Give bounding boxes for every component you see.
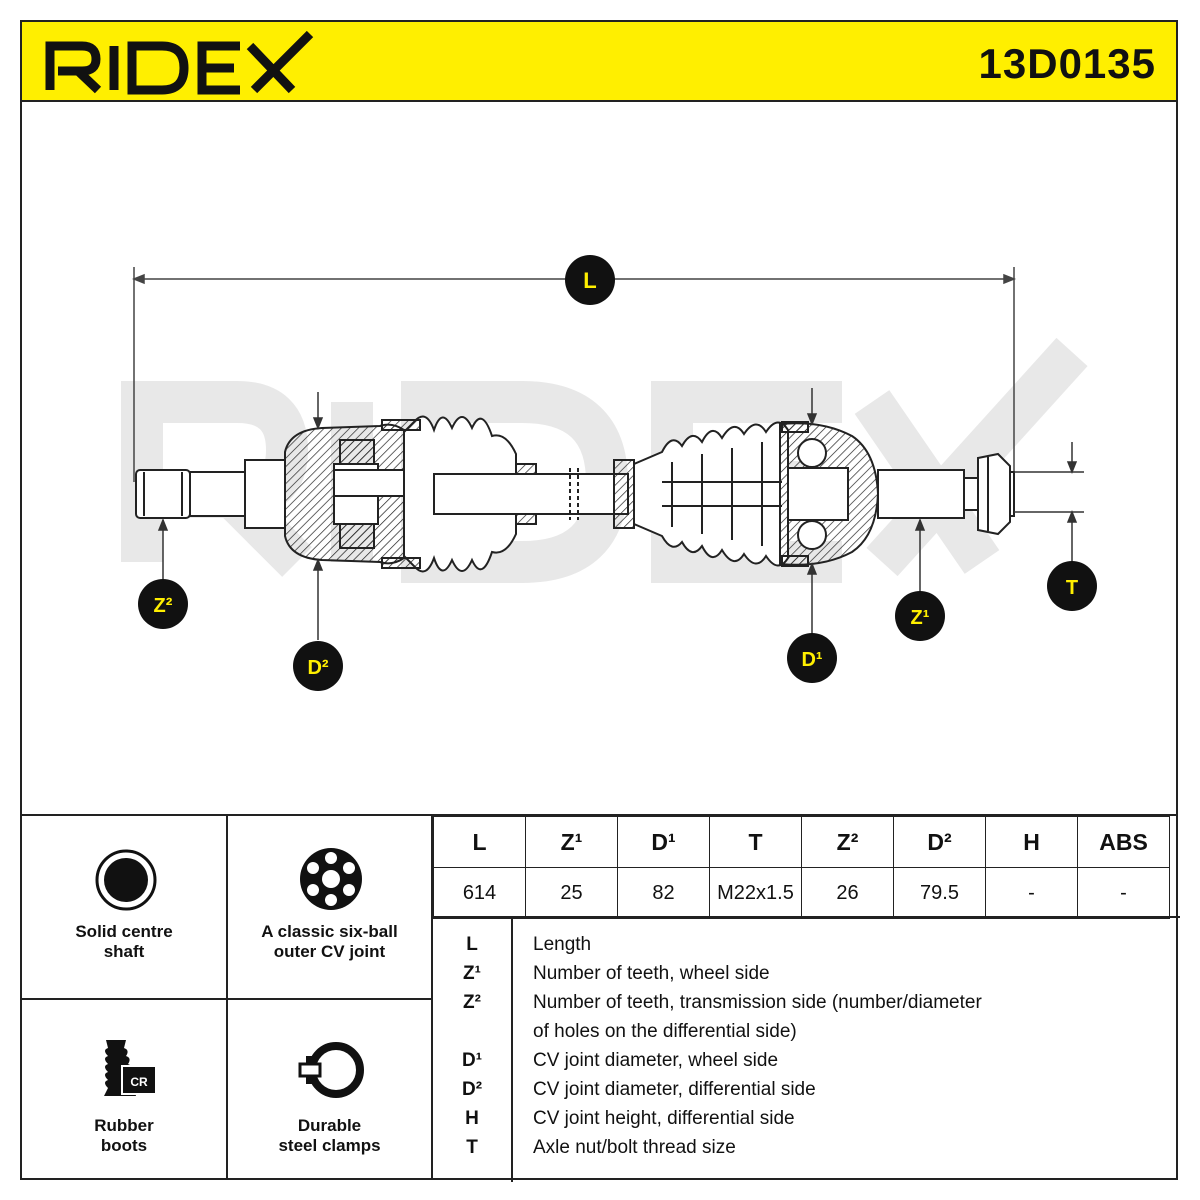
header-bar: 13D0135 <box>22 22 1176 102</box>
spec-panel: Solid centre shaft A classic six-ball ou… <box>22 814 1180 1182</box>
feature-label-line1: Rubber <box>94 1116 154 1135</box>
badge-D2: D² <box>293 641 343 691</box>
legend-divider <box>511 918 513 1182</box>
badge-Z2: Z² <box>138 579 188 629</box>
legend-desc: CV joint diameter, wheel side <box>533 1050 779 1071</box>
part-number: 13D0135 <box>978 40 1156 87</box>
badge-L: L <box>565 255 615 305</box>
legend-key: H <box>465 1108 479 1129</box>
shaft-outline <box>135 415 1015 573</box>
spec-value-cell: 25 <box>525 867 618 919</box>
badge-T: T <box>1047 561 1097 611</box>
svg-text:Z¹: Z¹ <box>911 607 930 629</box>
legend-desc: Number of teeth, transmission side (numb… <box>533 992 982 1013</box>
svg-text:D¹: D¹ <box>801 649 822 671</box>
legend-desc: CV joint height, differential side <box>533 1108 795 1129</box>
legend-desc: Length <box>533 934 592 955</box>
legend-key: Z¹ <box>463 963 481 984</box>
legend-row: Z² Number of teeth, transmission side (n… <box>433 988 1180 1017</box>
feature-label-line1: Durable <box>297 1116 362 1135</box>
feature-rubber-boots: CR Rubber boots <box>22 1000 228 1180</box>
spec-header-cell: ABS <box>1077 816 1170 868</box>
svg-text:Z²: Z² <box>154 595 173 617</box>
feature-six-ball-joint: A classic six-ball outer CV joint <box>228 816 433 1000</box>
legend-row: H CV joint height, differential side <box>433 1104 1180 1133</box>
spec-header-cell: Z² <box>801 816 894 868</box>
spec-legend: L Length Z¹ Number of teeth, wheel side … <box>433 916 1180 1182</box>
svg-text:CR: CR <box>130 1075 148 1089</box>
legend-desc: Axle nut/bolt thread size <box>533 1137 736 1158</box>
svg-text:T: T <box>1066 577 1078 599</box>
spec-header-row: L Z¹ D¹ T Z² D² H ABS <box>433 816 1170 868</box>
spec-header-cell: D¹ <box>617 816 710 868</box>
spec-value-cell: 614 <box>433 867 526 919</box>
spec-value-cell: 82 <box>617 867 710 919</box>
spec-header-cell: H <box>985 816 1078 868</box>
badge-Z1: Z¹ <box>895 591 945 641</box>
clamp-icon <box>298 1042 364 1098</box>
spec-value-row: 614 25 82 M22x1.5 26 79.5 - - <box>433 867 1170 919</box>
legend-row: L Length <box>433 930 1180 959</box>
legend-row: T Axle nut/bolt thread size <box>433 1133 1180 1162</box>
spec-value-cell: - <box>1077 867 1170 919</box>
legend-desc: of holes on the differential side) <box>533 1021 797 1042</box>
feature-label-line1: Solid centre <box>75 922 173 941</box>
legend-desc: Number of teeth, wheel side <box>533 963 770 984</box>
feature-label-line2: shaft <box>103 942 145 961</box>
feature-label-line1: A classic six-ball <box>261 922 398 941</box>
legend-row: Z¹ Number of teeth, wheel side <box>433 959 1180 988</box>
ridex-watermark <box>121 337 1088 583</box>
drive-shaft-diagram: L <box>121 255 1097 691</box>
legend-key: D¹ <box>461 1050 483 1071</box>
legend-key: Z² <box>463 992 481 1013</box>
spec-header-cell: D² <box>893 816 986 868</box>
spec-header-cell: L <box>433 816 526 868</box>
legend-key: T <box>466 1137 478 1158</box>
legend-desc: CV joint diameter, differential side <box>533 1079 816 1100</box>
badge-D1: D¹ <box>787 633 837 683</box>
product-sheet: 13D0135 <box>20 20 1180 1182</box>
ridex-logo <box>45 30 314 95</box>
feature-label-line2: steel clamps <box>278 1136 381 1155</box>
legend-row: D² CV joint diameter, differential side <box>433 1075 1180 1104</box>
cr-boot-icon: CR <box>104 1040 157 1096</box>
leader-lines <box>157 388 1084 640</box>
feature-solid-shaft: Solid centre shaft <box>22 816 228 1000</box>
feature-label-line2: outer CV joint <box>273 942 386 961</box>
spec-value-cell: M22x1.5 <box>709 867 802 919</box>
spec-table: L Z¹ D¹ T Z² D² H ABS 614 25 82 M22x1.5 … <box>433 816 1170 919</box>
feature-label-line2: boots <box>100 1136 148 1155</box>
spec-value-cell: - <box>985 867 1078 919</box>
solid-shaft-icon <box>95 849 157 911</box>
svg-text:D²: D² <box>307 657 328 679</box>
legend-row: D¹ CV joint diameter, wheel side <box>433 1046 1180 1075</box>
drive-shaft-drawing: L <box>22 102 1176 814</box>
spec-header-cell: Z¹ <box>525 816 618 868</box>
legend-key: D² <box>461 1079 483 1100</box>
six-ball-joint-icon <box>300 848 362 910</box>
spec-header-cell: T <box>709 816 802 868</box>
legend-key: L <box>466 934 478 955</box>
spec-value-cell: 26 <box>801 867 894 919</box>
feature-steel-clamps: Durable steel clamps <box>228 1000 433 1180</box>
spec-value-cell: 79.5 <box>893 867 986 919</box>
legend-row: of holes on the differential side) <box>433 1017 1180 1046</box>
svg-text:L: L <box>583 268 596 293</box>
